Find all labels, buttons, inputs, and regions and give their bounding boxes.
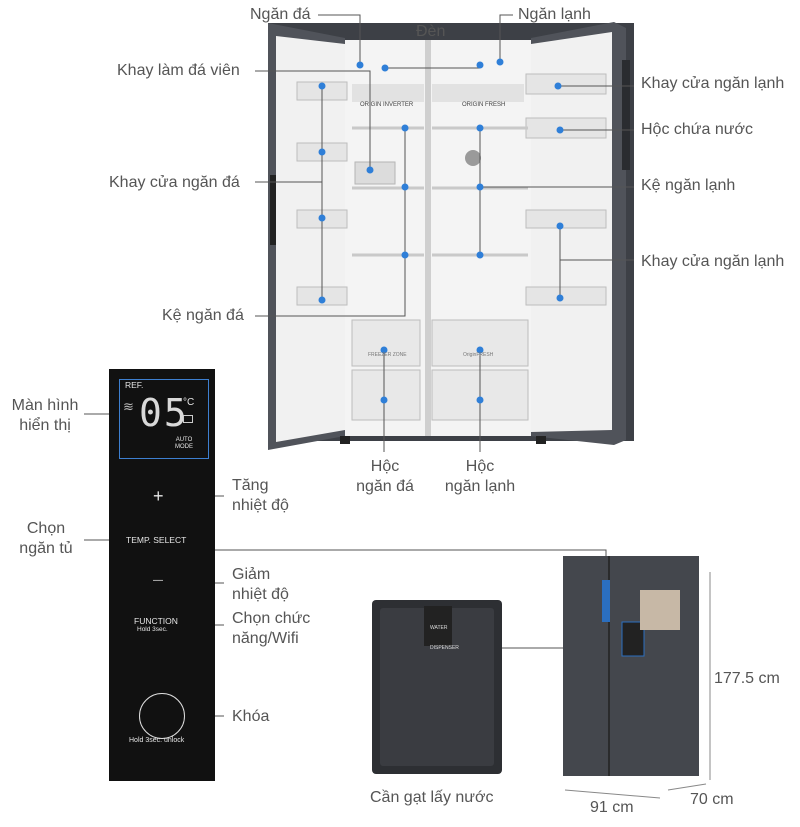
label-tang-nhiet-do: Tăng nhiệt độ (232, 477, 289, 514)
display-digits: 05 (139, 391, 189, 435)
control-panel: REF. ≋ 05 °C AUTO MODE + TEMP. SELECT — … (109, 369, 215, 781)
auto-mode-text: AUTO MODE (175, 437, 193, 450)
freezer-drawer-text: FREEZER ZONE (368, 352, 407, 358)
label-man-hinh-hien-thi: Màn hình hiển thị (11, 397, 79, 434)
label-den: Đèn (416, 23, 446, 40)
leader-khay-da-vien (255, 70, 371, 170)
water-tank (525, 117, 607, 139)
unlock-hold-text: Hold 3sec. unlock (129, 737, 185, 744)
right-door-bin-1 (525, 73, 607, 95)
label-hoc-ngan-lanh: Hộc ngăn lạnh (444, 458, 516, 495)
freezer-drawer-1 (351, 319, 421, 367)
minus-button[interactable]: — (153, 575, 163, 586)
right-door-handle (622, 60, 630, 170)
closed-fridge-sticker (640, 590, 680, 630)
ref-text: REF. (125, 380, 144, 390)
right-foot (536, 436, 546, 444)
label-khoa: Khóa (232, 708, 270, 725)
fresh-drawer-text: OriginFRESH (463, 352, 494, 358)
label-khay-lam-da-vien: Khay làm đá viên (117, 62, 240, 79)
closed-fridge (563, 556, 699, 776)
label-ke-ngan-da: Kệ ngăn đá (162, 307, 244, 324)
label-width: 91 cm (590, 799, 634, 816)
label-khay-cua-ngan-lanh-mid: Khay cửa ngăn lạnh (641, 253, 785, 270)
label-ngan-da: Ngăn đá (250, 6, 311, 23)
display-frame (119, 379, 209, 459)
closed-fridge-dispenser (621, 621, 645, 657)
dispenser-lever (424, 606, 452, 646)
leader-ngan-da (318, 14, 361, 62)
label-hoc-chua-nuoc: Hộc chứa nước (641, 121, 753, 138)
label-khay-cua-ngan-lanh-top: Khay cửa ngăn lạnh (641, 75, 785, 92)
label-chon-chuc-nang: Chọn chức năng/Wifi (232, 610, 311, 647)
right-door-bin-2 (525, 209, 607, 229)
freezer-drawer-2 (351, 369, 421, 421)
wifi-icon: ≋ (123, 399, 134, 414)
dim-depth-line (667, 783, 707, 791)
label-khay-cua-ngan-da: Khay cửa ngăn đá (109, 174, 240, 191)
label-hoc-ngan-da: Hộc ngăn đá (356, 458, 414, 495)
function-button[interactable]: FUNCTION (134, 616, 178, 626)
label-depth: 70 cm (690, 791, 734, 808)
origin-inverter-text: ORIGIN INVERTER (360, 102, 414, 108)
leader-ke-da (255, 128, 406, 317)
label-ngan-lanh: Ngăn lạnh (518, 6, 591, 23)
leader-ngan-lanh (499, 14, 513, 62)
left-foot (340, 436, 350, 444)
water-dispenser-tag: WATER DISPENSER (430, 625, 459, 651)
right-door-bin-3 (525, 286, 607, 306)
unit-text: °C (183, 397, 195, 408)
label-ke-ngan-lanh: Kệ ngăn lạnh (641, 177, 736, 194)
label-giam-nhiet-do: Giảm nhiệt độ (232, 566, 289, 603)
label-can-gat: Cần gạt lấy nước (370, 789, 494, 806)
plus-button[interactable]: + (153, 486, 164, 506)
temp-select-button[interactable]: TEMP. SELECT (126, 535, 187, 545)
closed-fridge-panel (602, 580, 610, 622)
origin-fresh-text: ORIGIN FRESH (462, 102, 506, 108)
ice-tray (354, 161, 396, 185)
left-door-liner (276, 36, 345, 442)
display-lock-icon (183, 415, 193, 423)
lock-icon[interactable] (139, 693, 185, 739)
fridge-top-panel (432, 84, 524, 102)
label-height: 177.5 cm (714, 670, 780, 687)
left-door-handle (270, 175, 276, 245)
label-chon-ngan-tu: Chọn ngăn tủ (19, 520, 73, 557)
fridge-badge (465, 150, 481, 166)
function-hold-text: Hold 3sec. (137, 626, 168, 633)
dispenser-closeup-inner (380, 608, 494, 766)
dim-width-line (564, 789, 661, 799)
